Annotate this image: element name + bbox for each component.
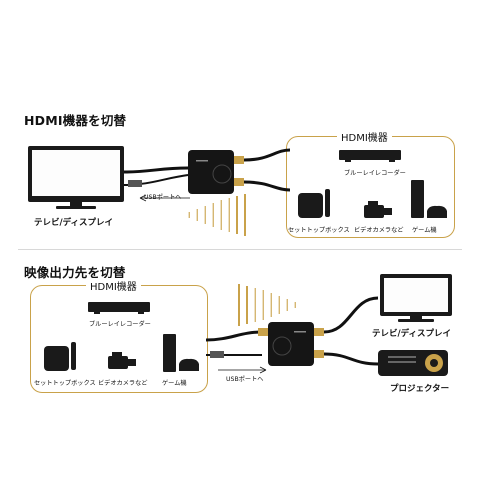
video-camera-icon-2 <box>108 352 136 369</box>
tv-label-2: テレビ/ディスプレイ <box>372 329 452 339</box>
hdmi-switch-icon <box>188 150 234 194</box>
signal-wedge-icon <box>188 194 246 236</box>
signal-wedge-icon-2 <box>238 284 296 326</box>
settop-box-icon <box>298 189 330 218</box>
tv-icon-2 <box>380 274 452 322</box>
bluray-recorder-icon <box>339 150 401 162</box>
game-label: ゲーム機 <box>412 227 437 234</box>
game-console-icon-2 <box>163 334 199 372</box>
game-label-2: ゲーム機 <box>162 380 187 387</box>
bluray-label: ブルーレイレコーダー <box>344 170 406 177</box>
settop-box-icon-2 <box>44 342 76 371</box>
section2-heading: 映像出力先を切替 <box>24 265 126 280</box>
tv-icon <box>28 146 124 209</box>
tv-label: テレビ/ディスプレイ <box>34 218 114 228</box>
projector-icon <box>378 350 448 376</box>
settop-label-2: セットトップボックス <box>34 380 96 387</box>
bluray-label-2: ブルーレイレコーダー <box>89 321 151 328</box>
bluray-recorder-icon-2 <box>88 302 150 314</box>
projector-label: プロジェクター <box>390 384 450 394</box>
usb-port-label-2: USBポートへ <box>226 376 264 383</box>
section-divider <box>18 249 462 250</box>
usb-port-label: USBポートへ <box>144 194 182 201</box>
camera-label-2: ビデオカメラなど <box>98 380 148 387</box>
video-camera-icon <box>364 201 392 218</box>
settop-label: セットトップボックス <box>288 227 350 234</box>
section1-heading: HDMI機器を切替 <box>24 113 127 128</box>
section2-group-title: HDMI機器 <box>86 278 141 293</box>
section1-group-title: HDMI機器 <box>337 129 392 144</box>
hdmi-switch-icon-2 <box>268 322 314 366</box>
camera-label: ビデオカメラなど <box>354 227 404 234</box>
game-console-icon <box>411 180 447 218</box>
